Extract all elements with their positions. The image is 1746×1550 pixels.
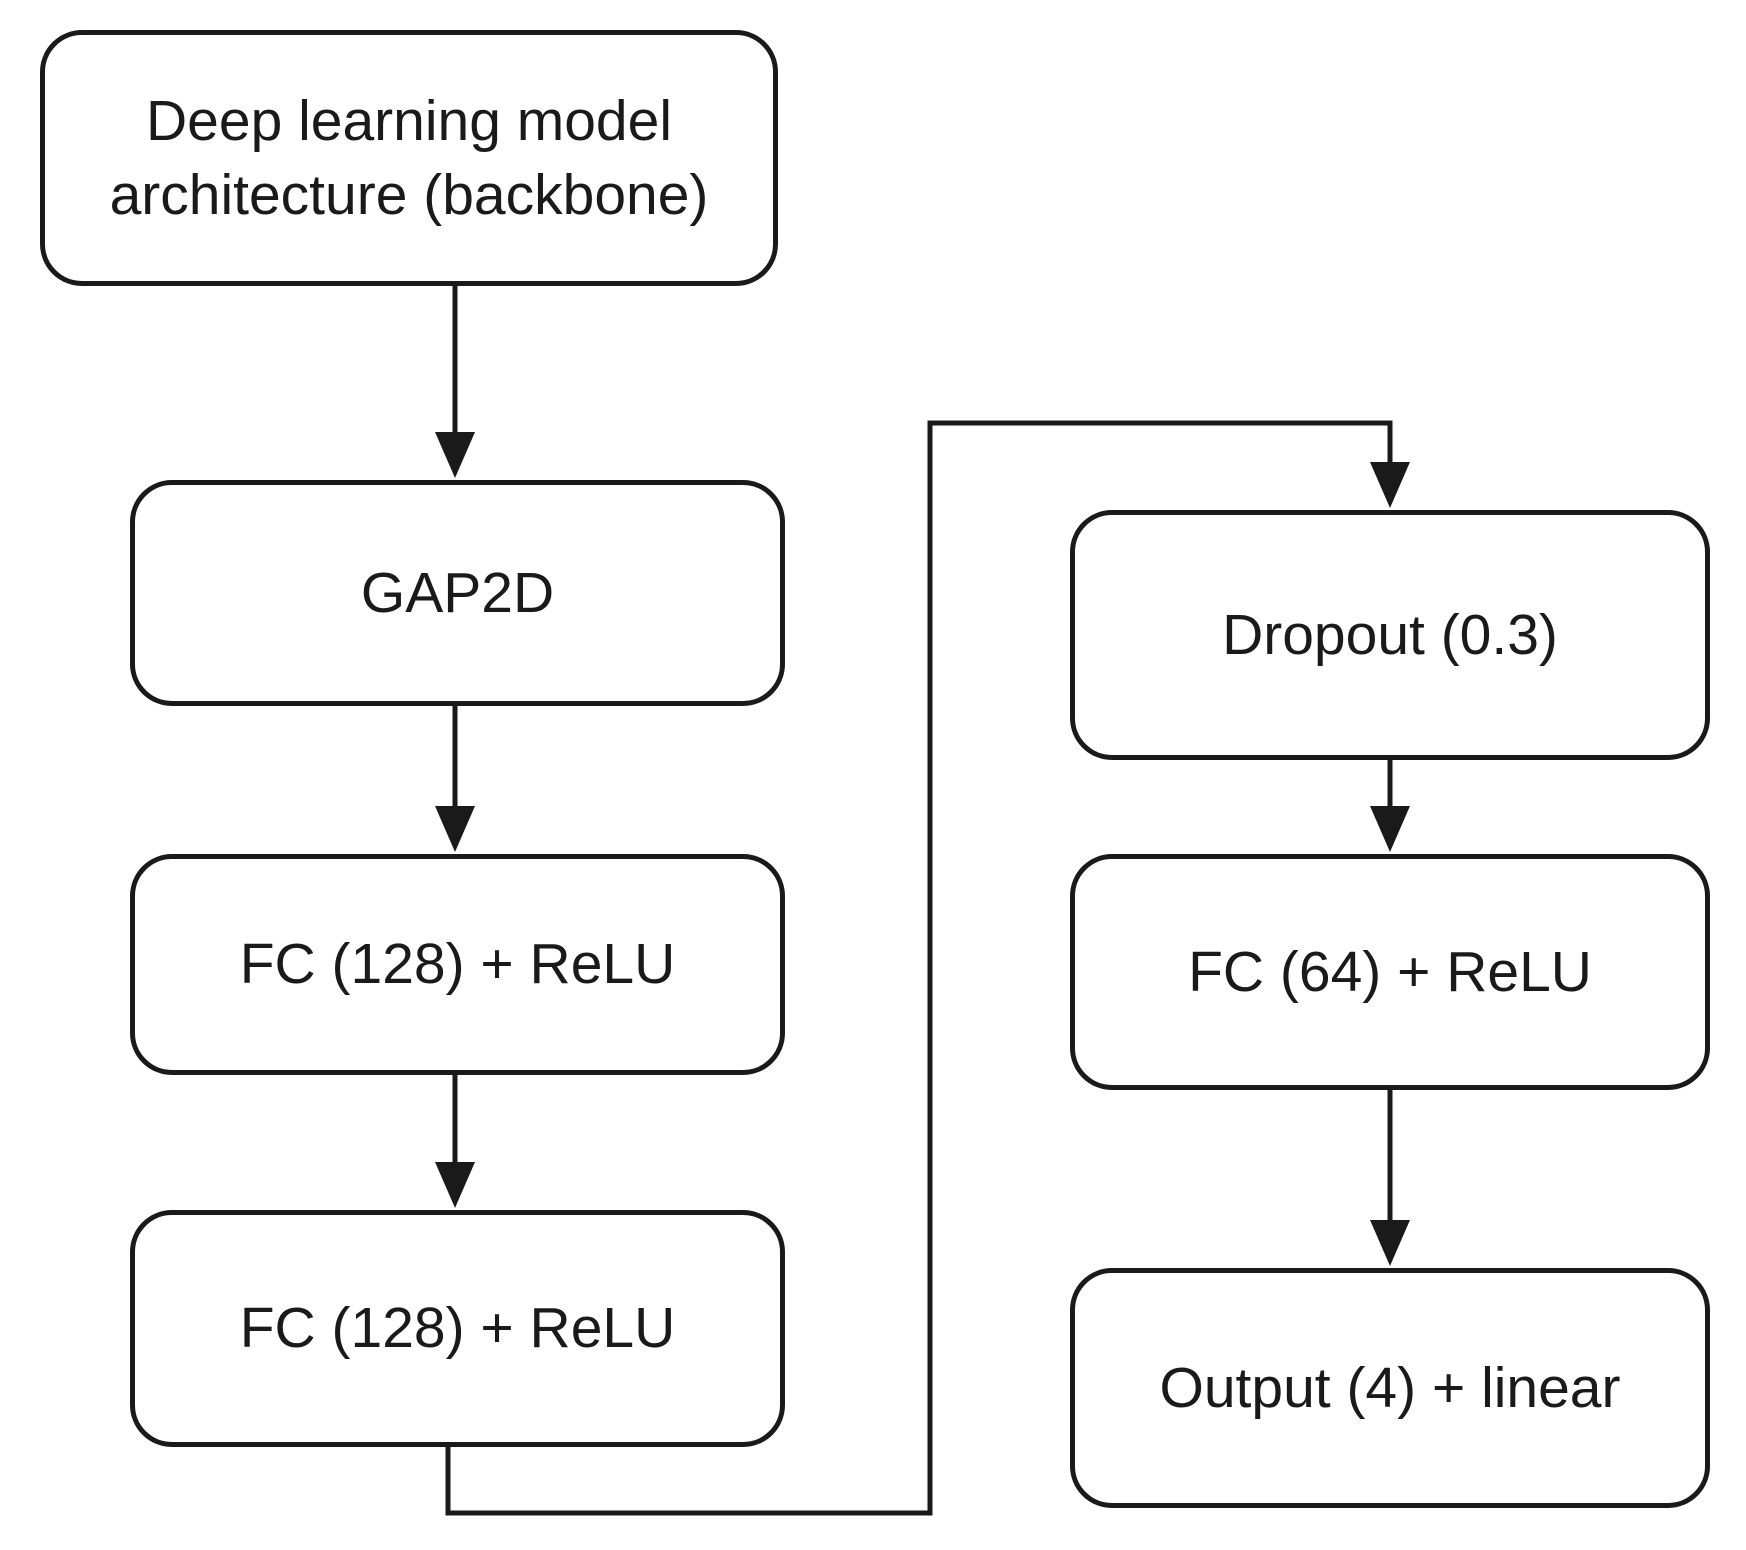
node-fc128-1-label: FC (128) + ReLU: [239, 932, 676, 997]
node-fc64-label: FC (64) + ReLU: [1188, 939, 1592, 1004]
node-gap2d: GAP2D: [130, 480, 785, 706]
node-fc128-2-label: FC (128) + ReLU: [239, 1296, 676, 1361]
arrowhead-fc128-2-to-dropout: [1370, 462, 1410, 508]
node-gap2d-label: GAP2D: [360, 560, 555, 625]
arrowhead-gap2d-to-fc128-1: [435, 806, 475, 852]
node-fc128-2: FC (128) + ReLU: [130, 1210, 785, 1447]
node-dropout: Dropout (0.3): [1070, 510, 1710, 760]
arrowhead-fc128-1-to-fc128-2: [435, 1162, 475, 1208]
node-fc64: FC (64) + ReLU: [1070, 854, 1710, 1090]
arrowhead-fc64-to-output: [1370, 1220, 1410, 1266]
connector-fc128-2-to-dropout: [445, 420, 1393, 1516]
node-output: Output (4) + linear: [1070, 1268, 1710, 1508]
arrowhead-dropout-to-fc64: [1370, 806, 1410, 852]
node-backbone-label: Deep learning model architecture (backbo…: [109, 88, 709, 227]
node-fc128-1: FC (128) + ReLU: [130, 854, 785, 1075]
node-backbone: Deep learning model architecture (backbo…: [40, 30, 778, 286]
arrowhead-backbone-to-gap2d: [435, 432, 475, 478]
node-dropout-label: Dropout (0.3): [1222, 602, 1558, 667]
node-output-label: Output (4) + linear: [1159, 1355, 1621, 1420]
